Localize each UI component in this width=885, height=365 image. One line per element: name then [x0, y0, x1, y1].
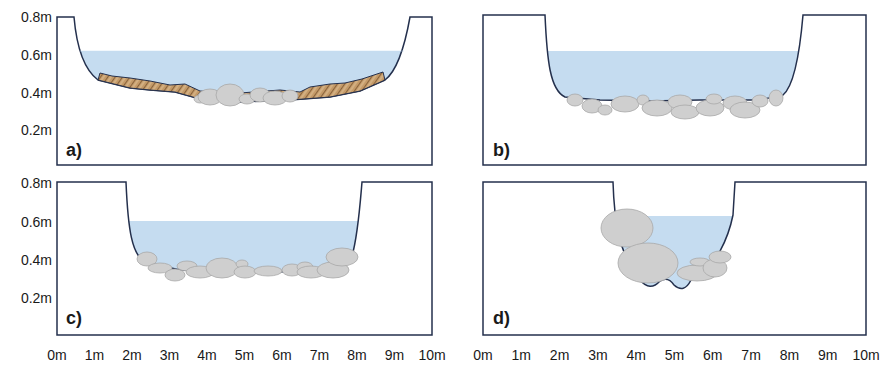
- distance-tick-label: 8m: [347, 348, 366, 362]
- channel-bank: [483, 15, 866, 165]
- panel-d: [483, 182, 866, 335]
- stone: [671, 105, 699, 119]
- distance-tick-label: 3m: [588, 348, 607, 362]
- depth-tick-label: 0.6m: [21, 48, 52, 62]
- distance-tick-label: 4m: [626, 348, 645, 362]
- depth-tick-label: 0.8m: [21, 10, 52, 24]
- panel-c: [57, 182, 432, 335]
- panel-letter: d): [493, 309, 510, 327]
- stones: [137, 84, 783, 283]
- distance-tick-label: 5m: [665, 348, 684, 362]
- distance-tick-label: 3m: [160, 348, 179, 362]
- panel-letter: a): [66, 141, 82, 159]
- stone: [752, 95, 768, 107]
- panel-letter: b): [493, 141, 510, 159]
- stone: [206, 258, 238, 278]
- distance-tick-label: 6m: [272, 348, 291, 362]
- distance-tick-label: 1m: [85, 348, 104, 362]
- distance-tick-label: 4m: [197, 348, 216, 362]
- distance-tick-label: 9m: [385, 348, 404, 362]
- stone: [234, 266, 256, 278]
- distance-tick-label: 0m: [47, 348, 66, 362]
- depth-tick-label: 0.4m: [21, 86, 52, 100]
- distance-tick-label: 6m: [703, 348, 722, 362]
- distance-tick-label: 9m: [818, 348, 837, 362]
- depth-tick-label: 0.2m: [21, 291, 52, 305]
- stone: [598, 105, 612, 115]
- stone: [567, 94, 583, 106]
- panel-a: [57, 17, 432, 165]
- distance-tick-label: 8m: [780, 348, 799, 362]
- stone: [642, 100, 672, 116]
- distance-tick-label: 1m: [512, 348, 531, 362]
- stone: [601, 209, 653, 247]
- stone: [326, 248, 358, 266]
- distance-tick-label: 2m: [122, 348, 141, 362]
- water: [120, 221, 368, 281]
- stone: [165, 269, 185, 281]
- water: [540, 51, 808, 111]
- stone: [706, 94, 722, 104]
- panel-letter: c): [66, 309, 82, 327]
- stone: [611, 96, 639, 112]
- stone: [709, 251, 731, 263]
- stone: [769, 90, 783, 106]
- distance-tick-label: 5m: [235, 348, 254, 362]
- depth-tick-label: 0.8m: [21, 176, 52, 190]
- channel-bank: [57, 182, 432, 335]
- distance-tick-label: 2m: [550, 348, 569, 362]
- water-surface: [80, 51, 404, 52]
- stone: [618, 243, 678, 283]
- distance-tick-label: 10m: [418, 348, 445, 362]
- distance-tick-label: 0m: [473, 348, 492, 362]
- distance-tick-label: 10m: [852, 348, 879, 362]
- channel-bank: [483, 182, 866, 335]
- depth-tick-label: 0.2m: [21, 123, 52, 137]
- stone: [282, 90, 298, 102]
- stone: [216, 84, 244, 106]
- distance-tick-label: 7m: [310, 348, 329, 362]
- stone: [254, 266, 282, 276]
- panel-b: [483, 15, 866, 165]
- distance-tick-label: 7m: [741, 348, 760, 362]
- depth-tick-label: 0.4m: [21, 253, 52, 267]
- depth-tick-label: 0.6m: [21, 215, 52, 229]
- channel-bank: [57, 17, 432, 165]
